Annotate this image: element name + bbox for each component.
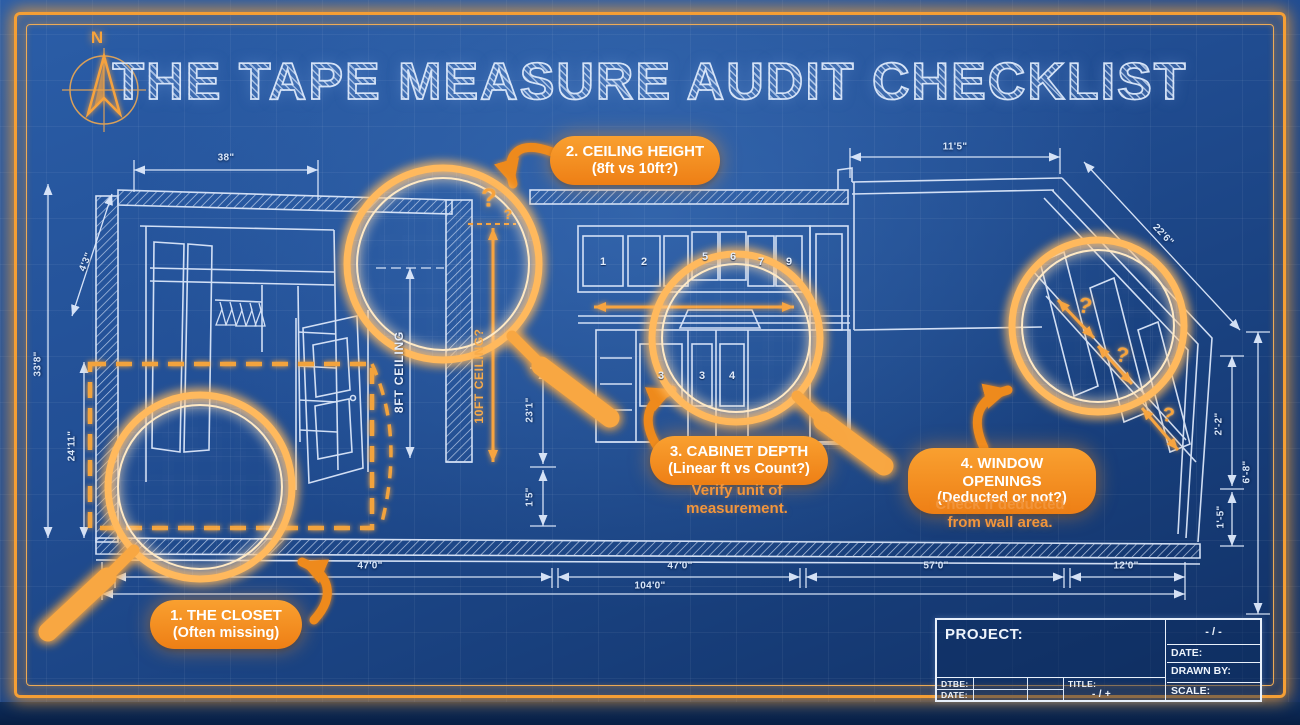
compass-north-label: N: [90, 28, 104, 47]
annotation-10ft-ceiling: 10FT CEILING?: [472, 328, 486, 424]
cabinet-number: 3: [698, 370, 706, 382]
dim-38in: 38": [217, 152, 235, 164]
dim-23ft1: 23'1": [524, 397, 536, 423]
missing-closet-dashed-outline: [87, 361, 393, 531]
window-measure-arrow: [1140, 407, 1180, 451]
dim-11ft5: 11'5": [942, 141, 968, 153]
title-block-strip: DTBE: DATE: TITLE: - / +: [937, 677, 1165, 700]
callout-title: 4. WINDOW OPENINGS: [960, 455, 1044, 490]
callout-subtitle: (8ft vs 10ft?): [591, 160, 679, 177]
dim-6ft8: 6'-8": [1241, 460, 1253, 484]
title-block-project-cell: PROJECT: DTBE: DATE: TITLE: - / +: [937, 620, 1166, 700]
page-title: THE TAPE MEASURE AUDIT CHECKLIST: [0, 52, 1300, 112]
cabinet-number: 3: [657, 370, 665, 382]
cabinet-number: 6: [729, 251, 737, 263]
title-block-meta: - / - DATE: DRAWN BY: SCALE:: [1167, 620, 1260, 700]
cabinet-number: 7: [757, 256, 765, 268]
magnifier-window: [1008, 236, 1188, 416]
dim-104ft: 104'0": [634, 580, 666, 592]
cabinet-number: 5: [701, 251, 709, 263]
dim-47ft-a: 47'0": [357, 560, 383, 572]
dimension-lines: [43, 148, 1270, 615]
drawn-by-label: DRAWN BY:: [1167, 663, 1260, 683]
cabinet-number: 2: [640, 256, 648, 268]
callout-subtitle: (Often missing): [172, 624, 280, 641]
dim-1ft5-right: 1'-5": [1215, 505, 1227, 529]
sheet-fraction: - / -: [1167, 620, 1260, 645]
callout-title: 3. CABINET DEPTH: [669, 443, 809, 460]
dim-47ft-b: 47'0": [667, 560, 693, 572]
callout-closet: 1. THE CLOSET (Often missing): [150, 600, 302, 649]
strip-fraction: - / +: [1092, 689, 1112, 700]
callout-title: 2. CEILING HEIGHT: [565, 143, 705, 160]
cabinet-number: 9: [785, 256, 793, 268]
dim-33ft8: 33'8": [32, 351, 44, 377]
magnifiers: [38, 164, 1188, 642]
door-elevation: [295, 310, 369, 490]
scale-label: SCALE:: [1171, 685, 1211, 697]
callout-subtitle: (Linear ft vs Count?): [668, 460, 810, 477]
callout3-arrow: [643, 385, 677, 453]
callout-cabinet-depth: 3. CABINET DEPTH (Linear ft vs Count?): [650, 436, 828, 485]
callout-subtitle: (Deducted or not?): [937, 490, 1067, 507]
callout-window-openings: 4. WINDOW OPENINGS (Deducted or not?): [908, 448, 1096, 515]
magnifier-closet: [38, 391, 296, 642]
annotation-8ft-ceiling: 8FT CEILING: [392, 330, 406, 414]
dim-2ft2: 2'-2": [1213, 412, 1225, 436]
callout-title: 1. THE CLOSET: [170, 607, 282, 624]
compass-rose: [62, 48, 146, 132]
magnifier-ceiling: [343, 164, 620, 428]
dim-57ft: 57'0": [923, 560, 949, 572]
compass-needle: [85, 51, 123, 119]
bottom-dark-strip: [0, 702, 1300, 725]
callout-ceiling-height: 2. CEILING HEIGHT (8ft vs 10ft?): [550, 136, 720, 185]
date-label: DATE:: [1167, 645, 1260, 663]
dim-12ft: 12'0": [1113, 560, 1139, 572]
callout2-arrow: [493, 143, 557, 189]
title-block: PROJECT: DTBE: DATE: TITLE: - / + - / - …: [935, 618, 1262, 702]
magnifier-cabinets: [648, 250, 894, 476]
project-label: PROJECT:: [945, 626, 1024, 643]
callout-note-window: Check if deducted from wall area.: [935, 496, 1065, 532]
cabinet-number: 4: [728, 370, 736, 382]
cabinet-number: 1: [599, 256, 607, 268]
strip-date1-label: DTBE:: [941, 679, 969, 689]
dim-24ft11: 24'11": [66, 430, 78, 462]
question-mark-icon: ?: [481, 182, 497, 213]
callout4-arrow: [972, 383, 1013, 453]
callout-note-cabinet: Verify unit of measurement.: [686, 482, 788, 518]
question-mark-icon: ?: [503, 206, 513, 222]
dim-1ft5: 1'5": [524, 487, 536, 507]
callout1-arrow: [297, 557, 332, 625]
strip-date2-label: DATE:: [941, 690, 968, 700]
bottom-wall: [95, 537, 1201, 559]
floor-plan-linework: [95, 167, 1213, 565]
strip-title-label: TITLE:: [1068, 679, 1097, 689]
